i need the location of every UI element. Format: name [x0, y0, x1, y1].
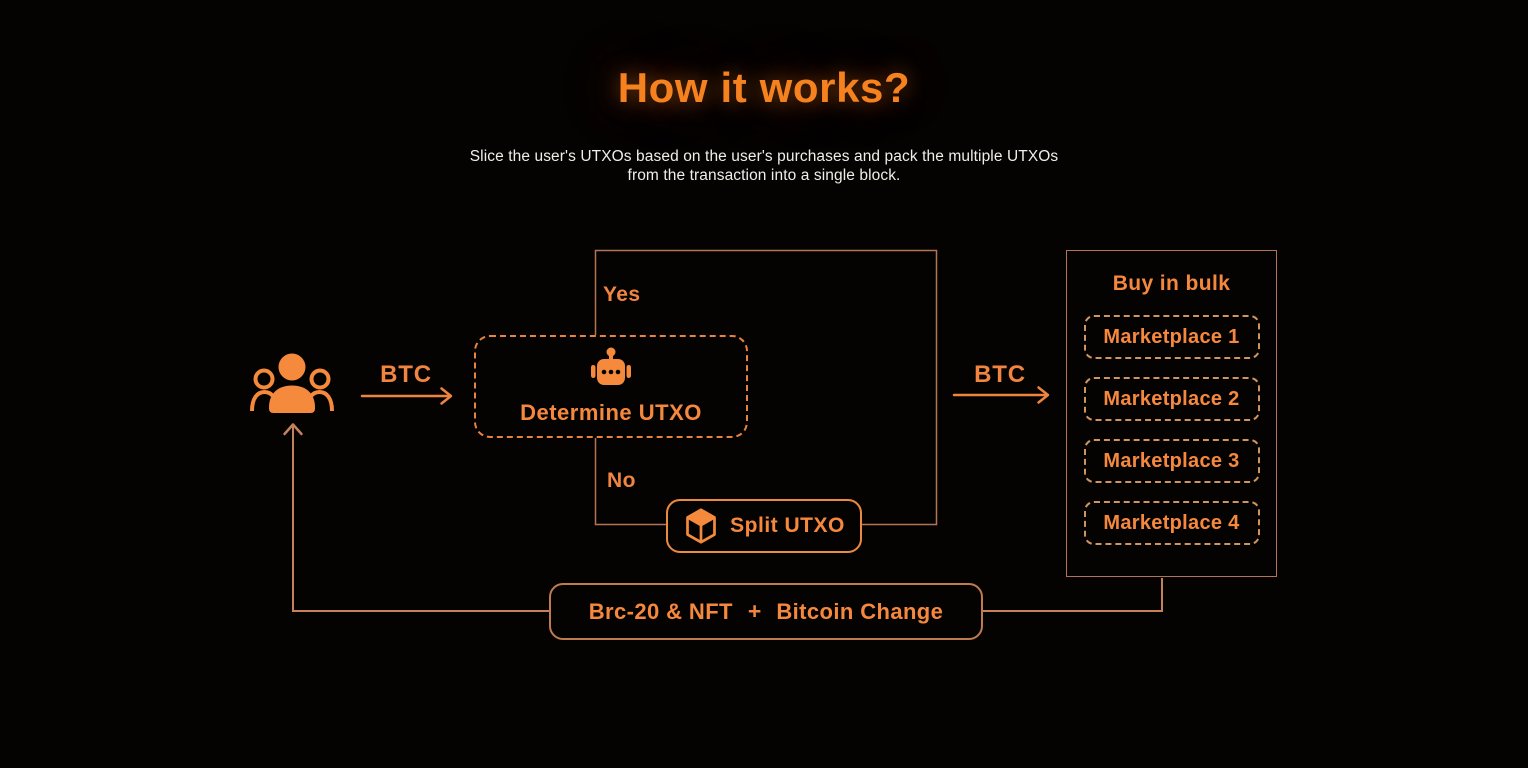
no-branch-label: No — [607, 469, 636, 492]
users-node — [249, 352, 335, 419]
btc-label-right: BTC — [974, 361, 1026, 388]
buy-in-bulk-panel: Buy in bulk Marketplace 1 Marketplace 2 … — [1066, 250, 1277, 577]
marketplace-4-box: Marketplace 4 — [1083, 501, 1260, 545]
brc20-nft-label: Brc-20 & NFT — [588, 598, 733, 624]
bitcoin-change-label: Bitcoin Change — [776, 598, 944, 624]
determine-utxo-label: Determine UTXO — [520, 400, 702, 425]
cube-icon — [686, 508, 717, 544]
users-group-icon — [250, 353, 334, 413]
subtitle-line-2: from the transaction into a single block… — [627, 167, 901, 184]
robot-icon — [591, 347, 631, 385]
btc-arrow-right-icon — [952, 386, 1050, 404]
buy-in-bulk-title: Buy in bulk — [1112, 272, 1231, 295]
split-utxo-box: Split UTXO — [666, 499, 862, 553]
return-change-box: Brc-20 & NFT + Bitcoin Change — [549, 583, 983, 640]
split-utxo-label: Split UTXO — [730, 514, 845, 537]
page-title: How it works? — [617, 64, 911, 111]
plus-icon: + — [747, 598, 762, 624]
marketplace-1-box: Marketplace 1 — [1083, 315, 1260, 359]
subtitle-line-1: Slice the user's UTXOs based on the user… — [469, 148, 1059, 165]
determine-utxo-box: Determine UTXO — [474, 335, 748, 438]
yes-branch-label: Yes — [603, 283, 641, 306]
marketplace-2-box: Marketplace 2 — [1083, 377, 1260, 421]
section-subtitle: Slice the user's UTXOs based on the user… — [0, 147, 1528, 185]
marketplace-3-box: Marketplace 3 — [1083, 439, 1260, 483]
btc-label-left: BTC — [380, 361, 432, 388]
btc-arrow-left-icon — [360, 387, 453, 405]
